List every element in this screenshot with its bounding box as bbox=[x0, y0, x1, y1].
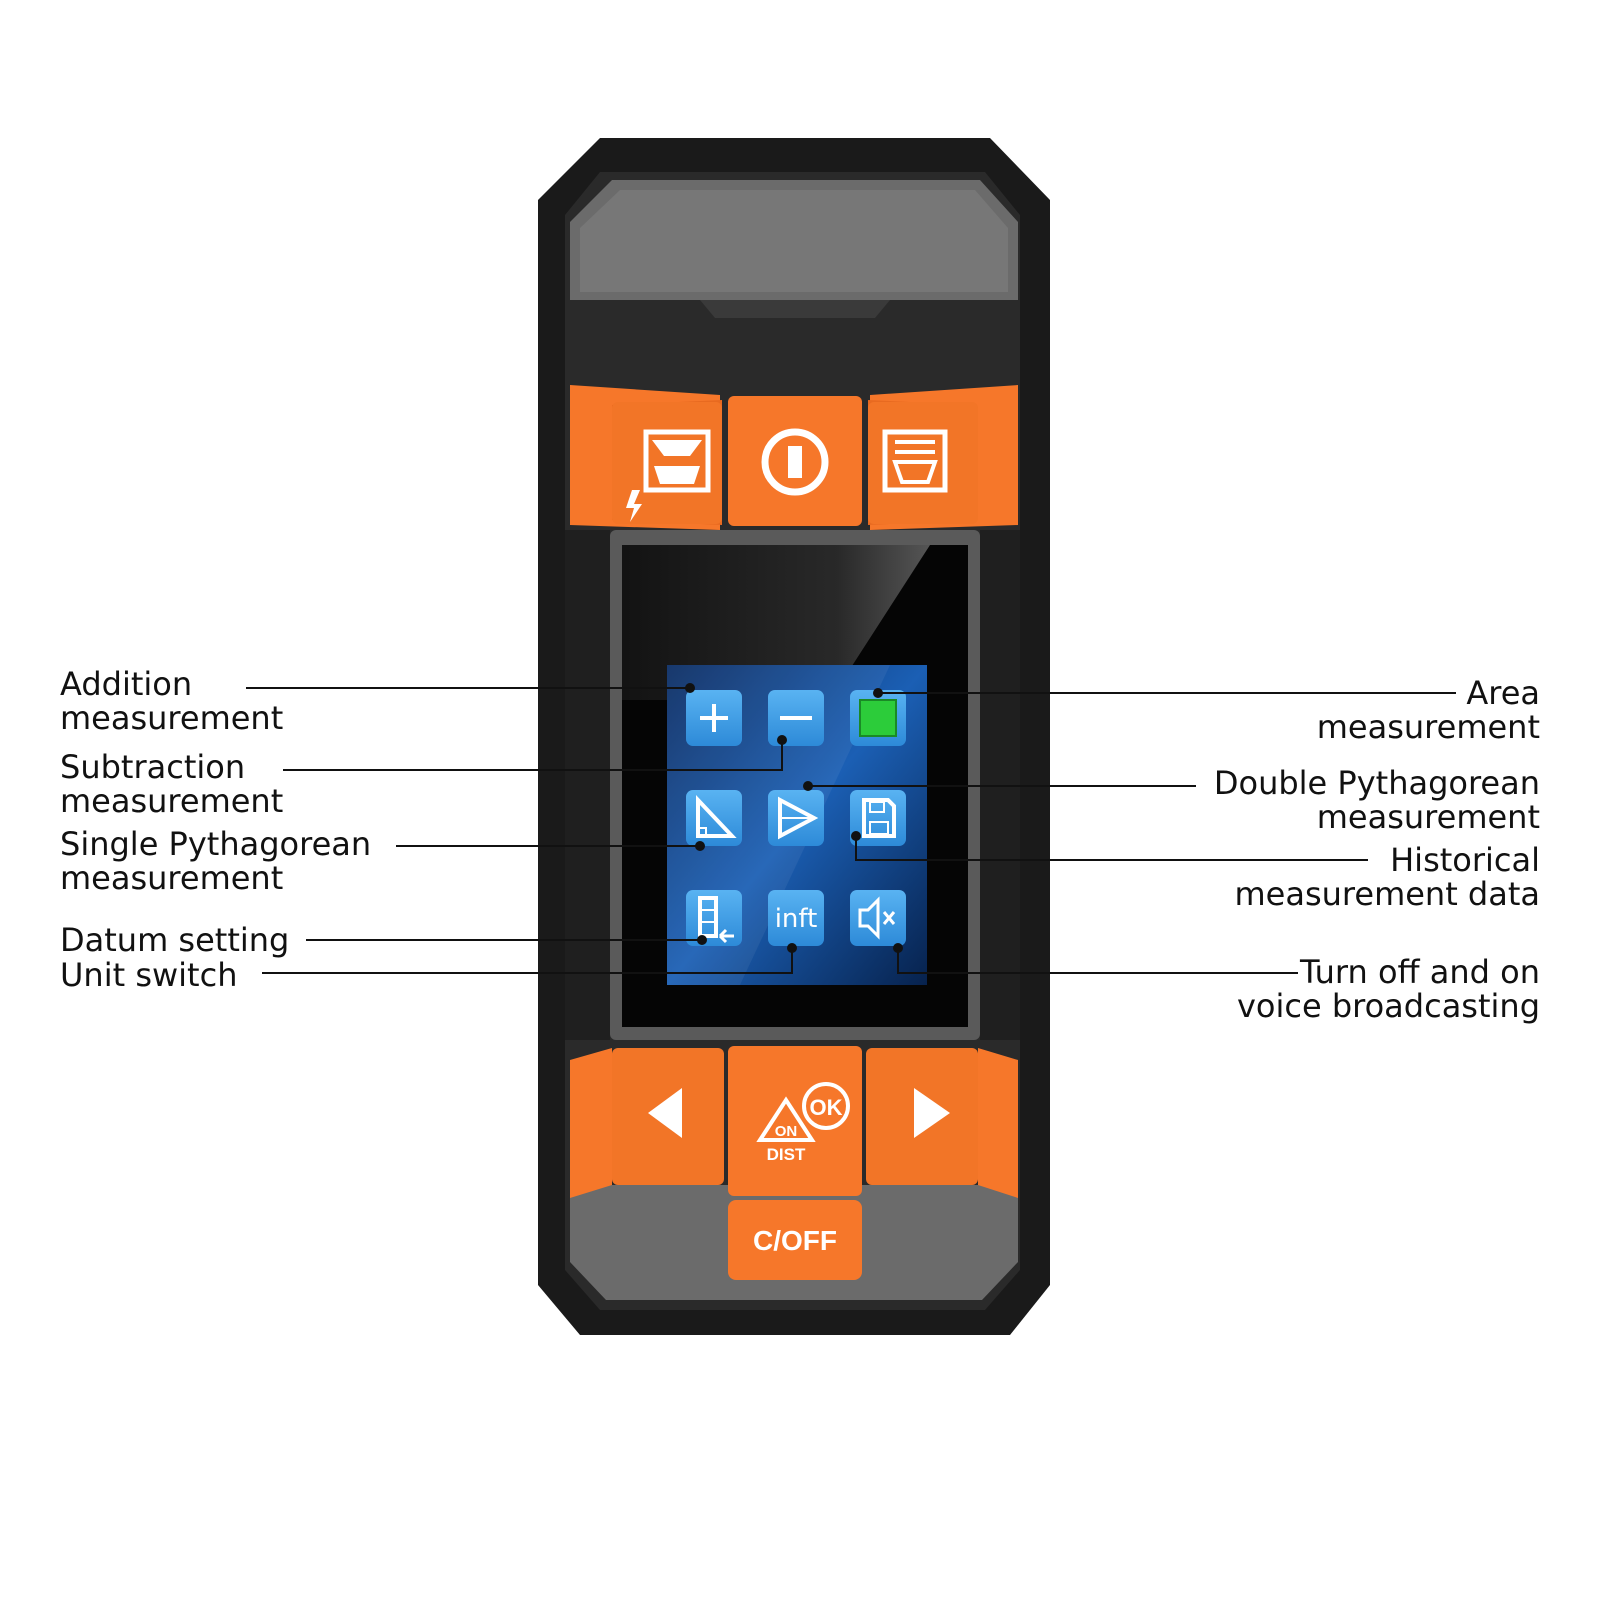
dist-label: DIST bbox=[767, 1145, 806, 1164]
line-subtraction bbox=[283, 740, 783, 771]
laser-level-icon bbox=[626, 429, 711, 522]
callout-voice: Turn off and on voice broadcasting bbox=[1236, 953, 1540, 1025]
screen-button-history[interactable] bbox=[850, 790, 906, 846]
left-arrow-icon bbox=[648, 1088, 682, 1138]
dot-addition bbox=[685, 683, 695, 693]
unit-text-icon: inft bbox=[775, 904, 818, 934]
screen-button-add[interactable] bbox=[686, 690, 742, 746]
screen-button-datum[interactable] bbox=[686, 890, 742, 946]
plus-icon bbox=[700, 704, 728, 732]
unit-text: inft bbox=[775, 904, 818, 934]
dot-datum bbox=[697, 935, 707, 945]
c-off-button[interactable]: C/OFF bbox=[728, 1200, 862, 1280]
ok-dist-button[interactable]: OK ON DIST bbox=[728, 1046, 862, 1196]
left-arrow-button[interactable] bbox=[612, 1048, 724, 1185]
dot-voice bbox=[893, 943, 903, 953]
screen-button-single_pyth[interactable] bbox=[686, 790, 742, 846]
tile-bg bbox=[768, 890, 824, 946]
right-arrow-icon bbox=[914, 1088, 950, 1138]
left-grip bbox=[565, 530, 610, 1040]
save-disk-icon bbox=[862, 798, 896, 838]
dot-area bbox=[873, 688, 883, 698]
power-button[interactable] bbox=[728, 396, 862, 526]
dot-unit bbox=[787, 943, 797, 953]
right-arrow-button[interactable] bbox=[866, 1048, 978, 1185]
callout-unit: Unit switch bbox=[60, 956, 238, 994]
double-triangle-icon bbox=[778, 796, 819, 840]
line-unit bbox=[262, 948, 793, 974]
menu-screen-icon bbox=[882, 429, 948, 493]
line-history bbox=[855, 836, 1368, 861]
datum-ruler-icon bbox=[698, 896, 734, 944]
dot-subtraction bbox=[777, 735, 787, 745]
dot-single-pyth bbox=[695, 841, 705, 851]
line-voice bbox=[897, 948, 1298, 974]
ok-icon: OK bbox=[802, 1082, 850, 1130]
screen-button-voice[interactable] bbox=[850, 890, 906, 946]
c-off-label: C/OFF bbox=[753, 1225, 837, 1256]
power-icon bbox=[761, 428, 829, 496]
screen-button-unit[interactable]: inft bbox=[768, 890, 824, 946]
screen-button-area[interactable] bbox=[850, 690, 906, 746]
callout-subtraction: Subtraction measurement bbox=[60, 748, 284, 820]
callout-area: Area measurement bbox=[1316, 674, 1540, 746]
callout-double-pythagorean: Double Pythagorean measurement bbox=[1213, 764, 1540, 836]
ok-label: OK bbox=[810, 1095, 843, 1120]
screen-button-subtract[interactable] bbox=[768, 690, 824, 746]
screen-button-double_pyth[interactable] bbox=[768, 790, 824, 846]
dot-double-pyth bbox=[803, 781, 813, 791]
triangle-icon bbox=[696, 794, 737, 838]
bottom-button-band bbox=[570, 1048, 1018, 1198]
on-dist-icon: ON DIST bbox=[756, 1096, 816, 1164]
on-label: ON bbox=[775, 1123, 798, 1140]
callout-history: Historical measurement data bbox=[1234, 841, 1541, 913]
callout-lines bbox=[246, 683, 1456, 974]
measure-mode-button[interactable] bbox=[612, 402, 722, 524]
speaker-mute-icon bbox=[858, 896, 896, 940]
callout-datum: Datum setting bbox=[60, 921, 290, 959]
dot-history bbox=[851, 831, 861, 841]
menu-button[interactable] bbox=[868, 402, 978, 524]
screen-icon-grid: inft bbox=[686, 690, 906, 946]
callout-addition: Addition measurement bbox=[60, 665, 284, 737]
callout-single-pythagorean: Single Pythagorean measurement bbox=[60, 825, 372, 897]
area-square-icon bbox=[859, 699, 897, 737]
